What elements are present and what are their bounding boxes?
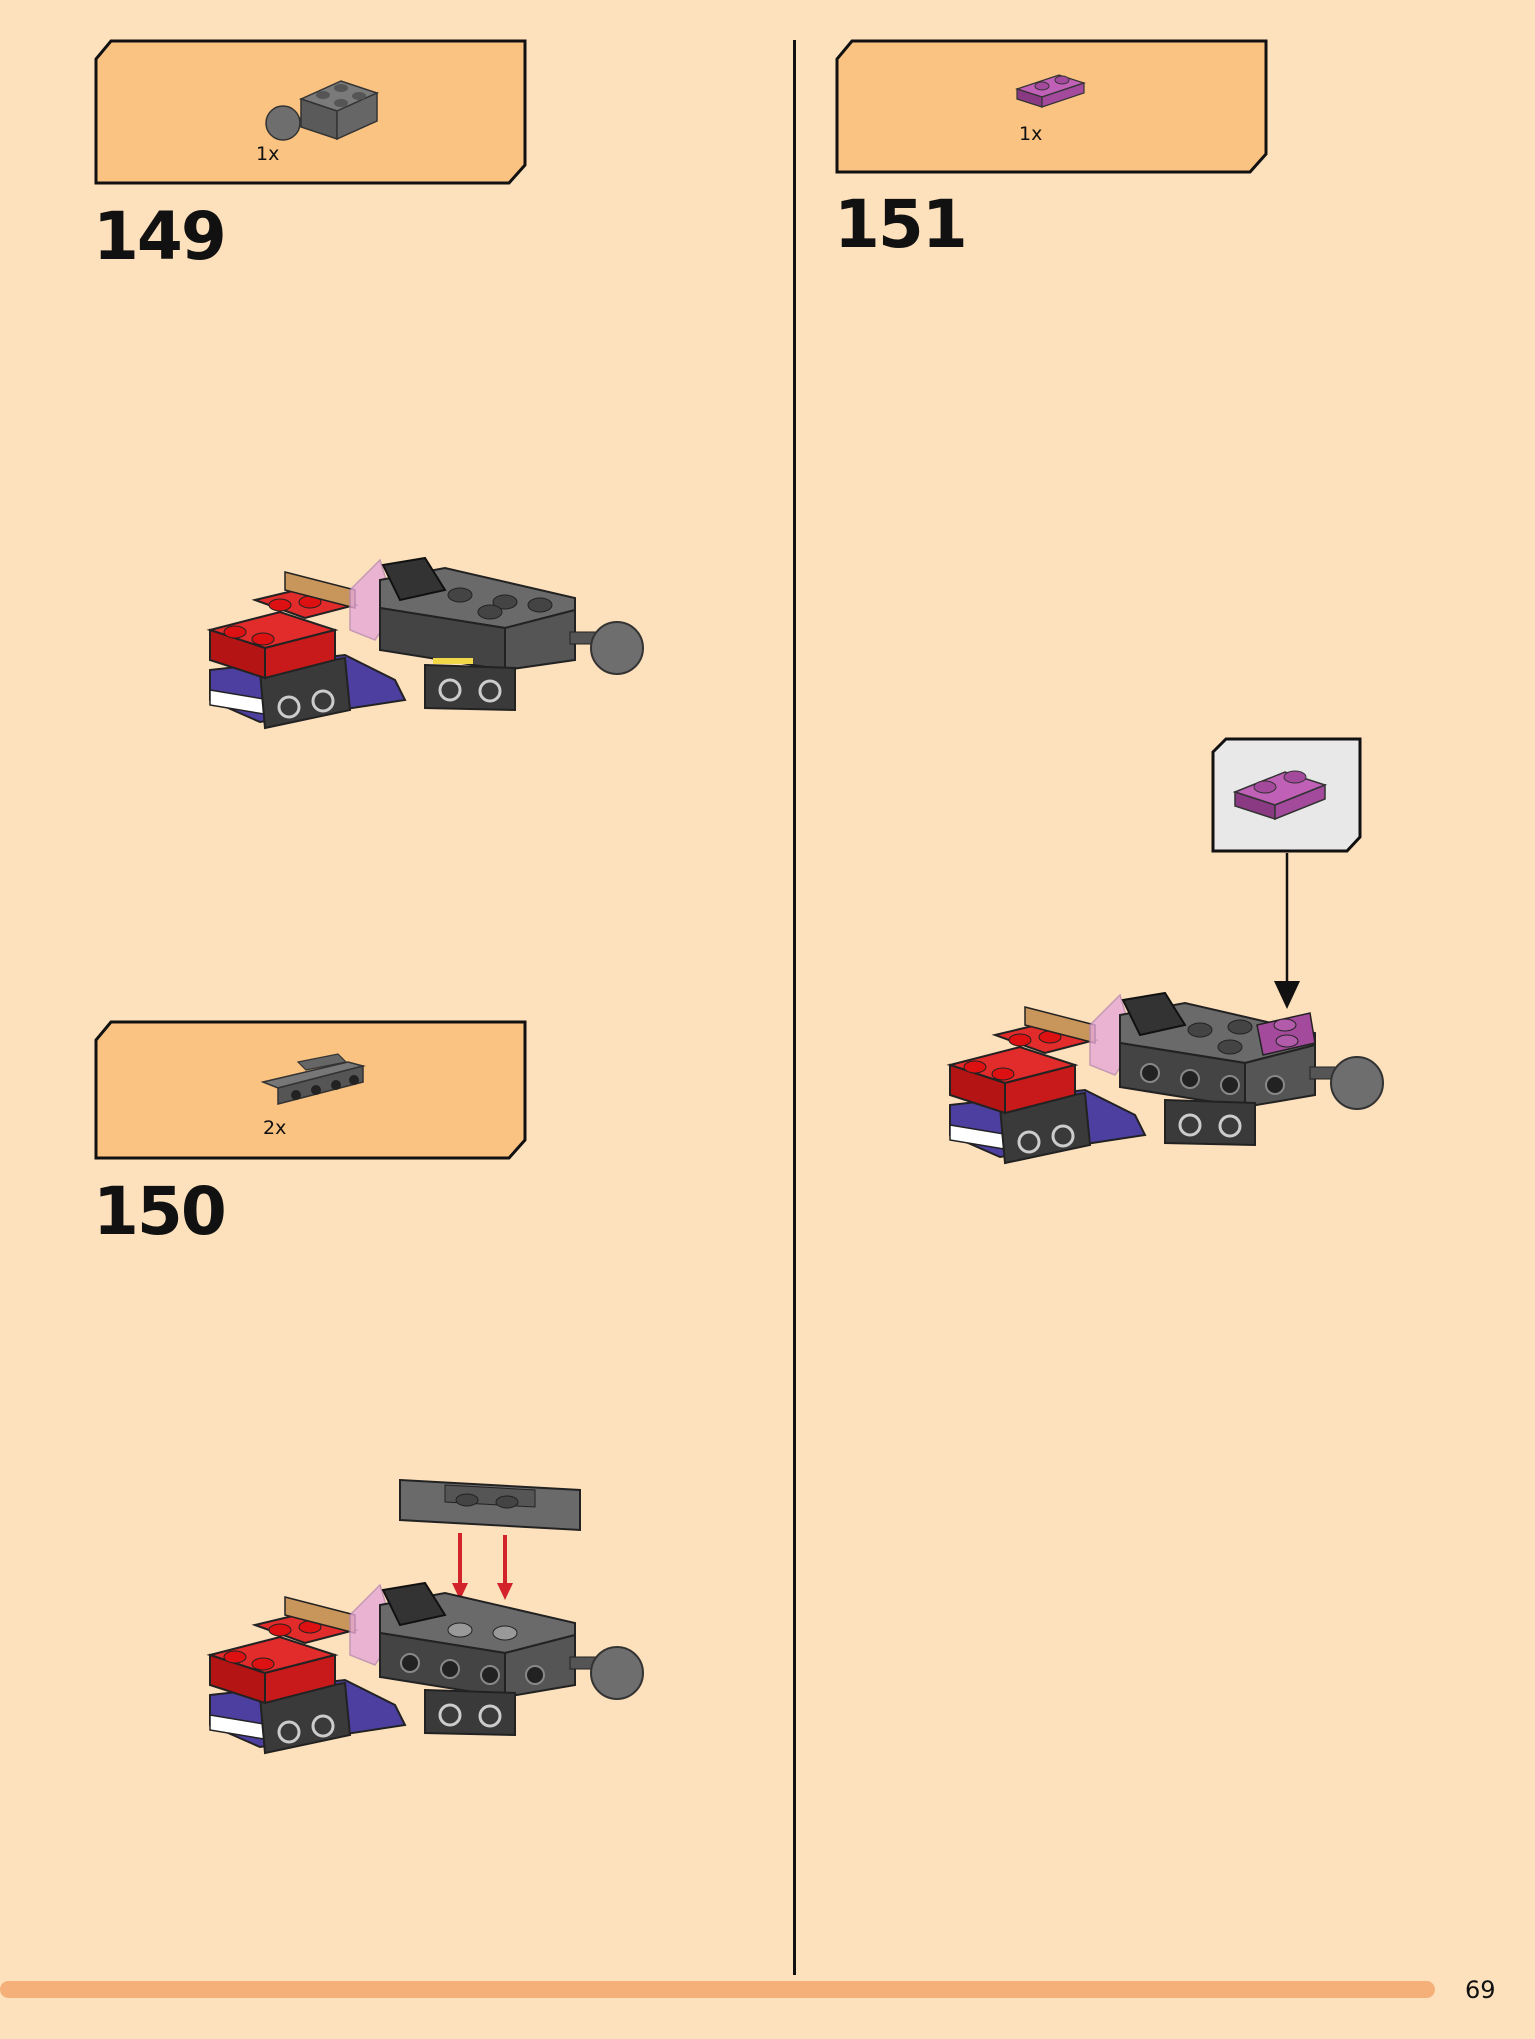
step-number: 149 (93, 198, 227, 275)
step-number: 151 (834, 186, 968, 263)
step-number: 150 (93, 1173, 227, 1250)
column-divider (793, 40, 796, 1975)
part-magenta-plate-icon (1015, 74, 1086, 108)
part-quantity: 1x (256, 143, 280, 165)
page-number: 69 (1465, 1976, 1496, 2004)
model-assembly-151-illustration (946, 991, 1384, 1165)
part-brick-ball-joint-icon (265, 80, 380, 141)
parts-box-frame (835, 39, 1268, 174)
parts-list-box-149: 1x (93, 39, 528, 185)
part-quantity: 1x (1019, 123, 1043, 145)
parts-list-box-150: 2x (93, 1020, 528, 1160)
part-quantity: 2x (263, 1117, 287, 1139)
model-assembly-149-illustration (206, 556, 644, 730)
part-bracket-plate-icon (260, 1053, 366, 1105)
parts-list-box-151: 1x (834, 39, 1269, 174)
model-assembly-150-illustration (206, 1478, 644, 1755)
footer-bar (0, 1981, 1435, 1998)
sub-part-callout-box (1211, 737, 1362, 1009)
